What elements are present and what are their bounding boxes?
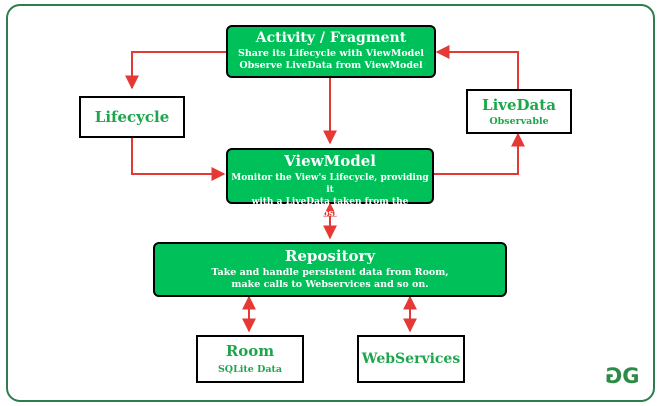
arrow-viewmodel-to-livedata [434,132,525,175]
arrow-activity-to-lifecycle [125,51,228,90]
activity-line2: Observe LiveData from ViewModel [239,60,423,71]
arrow-livedata-to-activity [435,45,519,89]
viewmodel-node: ViewModel Monitor the View's Lifecycle, … [226,148,434,219]
room-title: Room [225,342,275,360]
room-subtitle: SQLite Data [217,364,283,375]
livedata-title: LiveData [482,96,556,114]
room-node: Room SQLite Data [196,335,304,383]
livedata-subtitle: Observable [489,116,549,127]
activity-fragment-node: Activity / Fragment Share its Lifecycle … [226,25,436,78]
gfg-logo: GG [606,364,640,388]
gfg-logo-g: G [622,364,639,388]
activity-line1: Share its Lifecycle with ViewModel [238,48,424,59]
activity-title: Activity / Fragment [255,30,407,46]
arrow-lifecycle-to-viewmodel [131,138,226,181]
viewmodel-line1: Monitor the View's Lifecycle, providing … [231,173,429,195]
webservices-title: WebServices [361,351,461,367]
viewmodel-title: ViewModel [284,152,376,170]
webservices-node: WebServices [357,335,465,383]
repository-line2: make calls to Webservices and so on. [231,279,429,290]
lifecycle-node: Lifecycle [79,96,185,138]
repository-node: Repository Take and handle persistent da… [153,242,507,297]
repository-title: Repository [284,247,376,265]
lifecycle-title: Lifecycle [94,108,170,126]
gfg-logo-text: G [606,364,623,388]
repository-line1: Take and handle persistent data from Roo… [211,267,449,278]
viewmodel-line2: with a LiveData taken from the Repositor… [251,197,409,219]
livedata-node: LiveData Observable [466,89,572,134]
